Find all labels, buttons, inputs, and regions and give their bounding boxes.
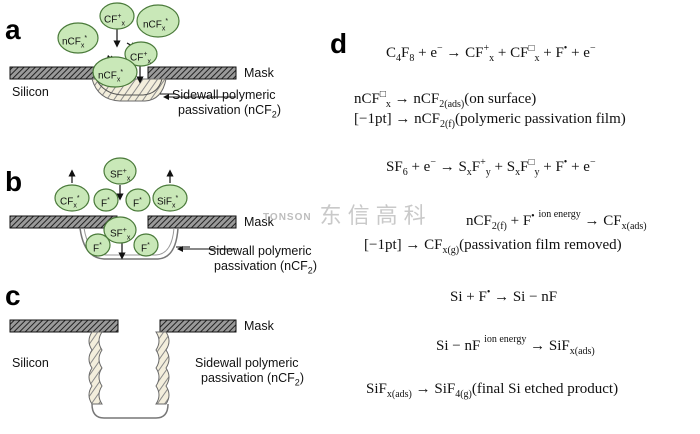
panel-letter-c: c [5,280,21,311]
species-label: SF+x [110,227,131,242]
panel-letter-d: d [330,28,348,59]
species-bubble [57,22,99,54]
species-label: F* [101,197,110,210]
species-label: SF+x [110,168,131,183]
species-bubble [152,184,188,212]
equation-5: nCF2(f) + F• ion energy → CFx(ads) [466,209,647,232]
species-bubble [99,2,135,30]
mask-left-b [9,215,118,229]
species-label: CFx* [60,195,80,210]
species-label: F* [141,242,150,255]
panel-b-drawing [9,157,237,260]
species-label: nCFx* [143,18,169,33]
species-bubble [125,188,151,212]
mask-left-c [9,319,119,333]
trench-bottom-c [91,403,169,419]
equation-7: Si + F• → Si − nF [450,287,558,305]
panel-a-drawing [9,2,237,102]
mask-right-b [147,215,237,229]
species-label: nCFx* [62,35,88,50]
silicon-label-c: Silicon [12,356,49,370]
mask-label-c: Mask [244,319,274,333]
equation-8: Si − nF ion energy → SiFx(ads) [436,334,595,357]
sidewall-label-b: Sidewall polymeric passivation (nCF2) [208,244,317,276]
mask-label-b: Mask [244,215,274,229]
species-bubble [92,56,138,88]
species-label: CF+x [130,51,151,66]
equation-9: SiFx(ads) → SiF4(g)(final Si etched prod… [366,381,619,400]
mask-label-a: Mask [244,66,274,80]
etched-cavity-b [79,227,179,260]
panel-letter-b: b [5,166,23,197]
scalloped-sidewall-right [155,331,170,405]
equation-3: [−1pt] → nCF2(f)(polymeric passivation f… [354,111,626,130]
scalloped-sidewall-left [88,331,103,405]
panel-letter-a: a [5,14,21,45]
species-label: nCFx* [98,69,124,84]
species-bubble [124,41,158,67]
species-label: CF+x [104,13,125,28]
species-bubble [85,233,111,257]
equation-4: SF6 + e− → SxF+y + SxF□y + F• + e− [386,157,596,178]
species-bubble [133,233,159,257]
equation-2: nCF□x → nCF2(ads)(on surface) [354,89,537,110]
equation-1: C4F8 + e− → CF+x + CF□x + F• + e− [386,43,596,64]
species-bubble [54,184,90,212]
equation-6: [−1pt] → CFx(g)(passivation film removed… [364,237,622,256]
species-label: F* [93,242,102,255]
species-bubble [136,4,180,38]
sidewall-label-c: Sidewall polymeric passivation (nCF2) [195,356,304,388]
species-label: SiFx* [157,195,179,210]
species-label: F* [133,197,142,210]
mask-right-a [147,66,237,80]
mask-right-c [159,319,237,333]
panel-c-drawing [9,319,237,419]
sidewall-label-a: Sidewall polymeric passivation (nCF2) [172,88,281,120]
species-bubble [93,188,119,212]
species-bubble [103,216,137,244]
species-bubble [103,157,137,185]
silicon-label-a: Silicon [12,85,49,99]
